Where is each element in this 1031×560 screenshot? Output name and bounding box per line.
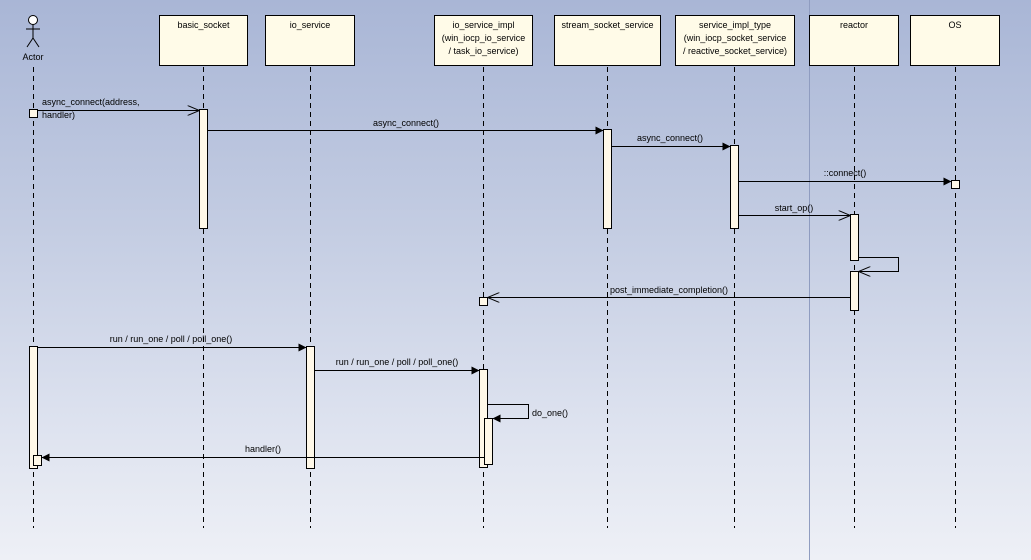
message-do-one[interactable]: do_one(): [487, 404, 569, 423]
participant-label: (win_iocp_socket_service: [684, 33, 787, 43]
message-label: run / run_one / poll / poll_one(): [110, 334, 233, 344]
message-label: async_connect(address,: [42, 97, 140, 107]
message-start-op[interactable]: start_op(): [738, 203, 851, 216]
activation-stream-socket-service: [603, 129, 612, 229]
message-run-to-io-service-impl[interactable]: run / run_one / poll / poll_one(): [314, 357, 480, 375]
actor-participant[interactable]: Actor: [22, 15, 44, 63]
message-label: run / run_one / poll / poll_one(): [336, 357, 459, 367]
participant-label: / reactive_socket_service): [683, 46, 787, 56]
message-label: ::connect(): [824, 168, 867, 178]
activation-io-service-impl-3: [484, 418, 493, 465]
message-label: post_immediate_completion(): [610, 285, 728, 295]
participant-reactor[interactable]: reactor: [809, 15, 899, 66]
activation-actor-1: [29, 109, 38, 118]
participant-io-service[interactable]: io_service: [265, 15, 355, 66]
message-async-connect-address-handler[interactable]: async_connect(address, handler): [37, 97, 200, 120]
activation-basic-socket: [199, 109, 208, 229]
activation-reactor-2: [850, 271, 859, 311]
participant-label: OS: [948, 20, 961, 30]
message-label: async_connect(): [373, 118, 439, 128]
message-reactor-self-call[interactable]: [858, 257, 899, 272]
participant-label: io_service: [290, 20, 331, 30]
participant-label: stream_socket_service: [561, 20, 653, 30]
participant-label: io_service_impl: [452, 20, 514, 30]
message-label: handler): [42, 110, 75, 120]
actor-stick-figure-icon: [26, 15, 40, 48]
participant-label: service_impl_type: [699, 20, 771, 30]
participant-label: reactor: [840, 20, 868, 30]
message-async-connect-to-service-impl-type[interactable]: async_connect(): [611, 133, 731, 151]
activation-actor-2: [29, 346, 38, 469]
message-label: async_connect(): [637, 133, 703, 143]
participant-os[interactable]: OS: [910, 15, 1000, 66]
actor-label: Actor: [22, 52, 43, 62]
message-async-connect-to-stream-socket-service[interactable]: async_connect(): [207, 118, 604, 135]
message-label: start_op(): [775, 203, 814, 213]
activation-io-service: [306, 346, 315, 469]
message-label: handler(): [245, 444, 281, 454]
message-label: do_one(): [532, 408, 568, 418]
participant-label: (win_iocp_io_service: [442, 33, 526, 43]
participant-label: basic_socket: [177, 20, 230, 30]
message-os-connect[interactable]: ::connect(): [738, 168, 952, 186]
message-handler[interactable]: handler(): [41, 444, 485, 462]
activation-actor-3: [33, 455, 42, 466]
activation-io-service-impl-1: [479, 297, 488, 306]
participant-label: / task_io_service): [448, 46, 518, 56]
message-run-to-io-service[interactable]: run / run_one / poll / poll_one(): [37, 334, 307, 352]
activation-reactor-1: [850, 214, 859, 261]
participant-io-service-impl[interactable]: io_service_impl (win_iocp_io_service / t…: [434, 15, 533, 66]
activation-os: [951, 180, 960, 189]
participant-basic-socket[interactable]: basic_socket: [159, 15, 248, 66]
participant-stream-socket-service[interactable]: stream_socket_service: [554, 15, 661, 66]
message-post-immediate-completion[interactable]: post_immediate_completion(): [487, 285, 851, 298]
participant-service-impl-type[interactable]: service_impl_type (win_iocp_socket_servi…: [675, 15, 795, 66]
activation-service-impl-type: [730, 145, 739, 229]
